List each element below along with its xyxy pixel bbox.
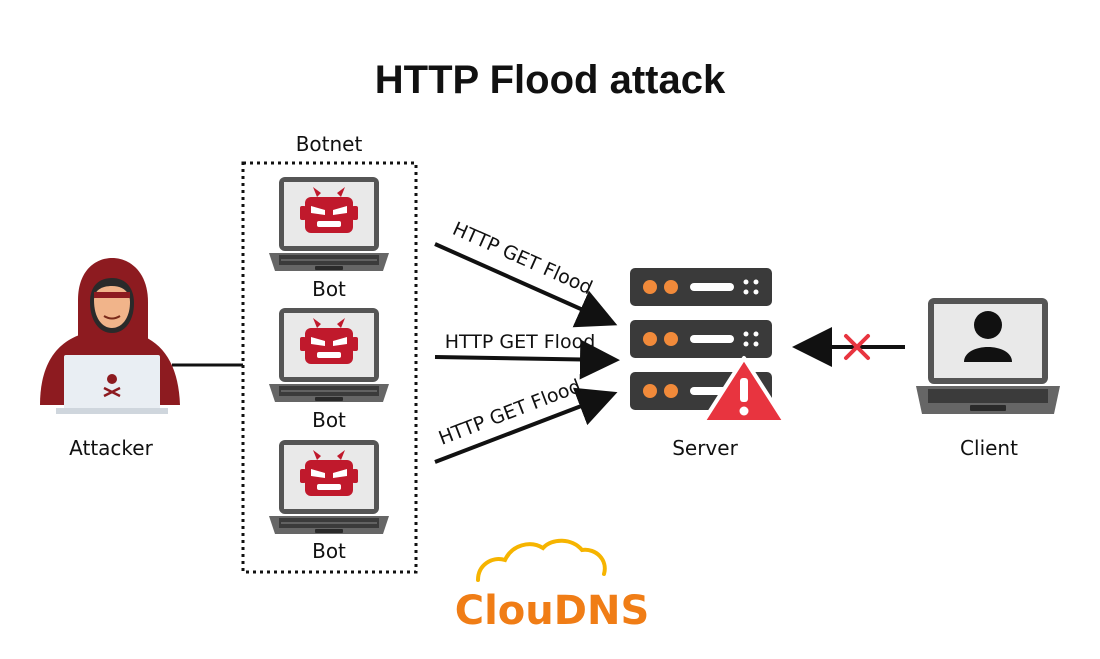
page-title: HTTP Flood attack (374, 58, 726, 102)
bot-label: Bot (312, 277, 346, 301)
client-label: Client (960, 436, 1018, 460)
warning-triangle-icon (701, 356, 787, 424)
flood-arrow (434, 387, 618, 464)
botnet-label: Botnet (295, 132, 363, 156)
x-mark-icon (844, 334, 870, 360)
server-label: Server (672, 436, 738, 460)
flood-arrow (434, 242, 618, 328)
robot-laptop-icon (268, 439, 390, 535)
server-rack-icon (630, 268, 772, 410)
flood-label: HTTP GET Flood (445, 331, 596, 353)
flood-arrow (434, 339, 620, 380)
attacker-label: Attacker (69, 436, 153, 460)
bot-label: Bot (312, 408, 346, 432)
robot-laptop-icon (268, 307, 390, 403)
cloudns-logo-text: ClouDNS (455, 588, 650, 634)
robot-laptop-icon (268, 176, 390, 272)
hooded-hacker-icon (40, 258, 180, 414)
bot-label: Bot (312, 539, 346, 563)
user-laptop-icon (916, 298, 1060, 414)
botnet-box (241, 161, 418, 574)
cloudns-logo-cloud (476, 538, 607, 582)
